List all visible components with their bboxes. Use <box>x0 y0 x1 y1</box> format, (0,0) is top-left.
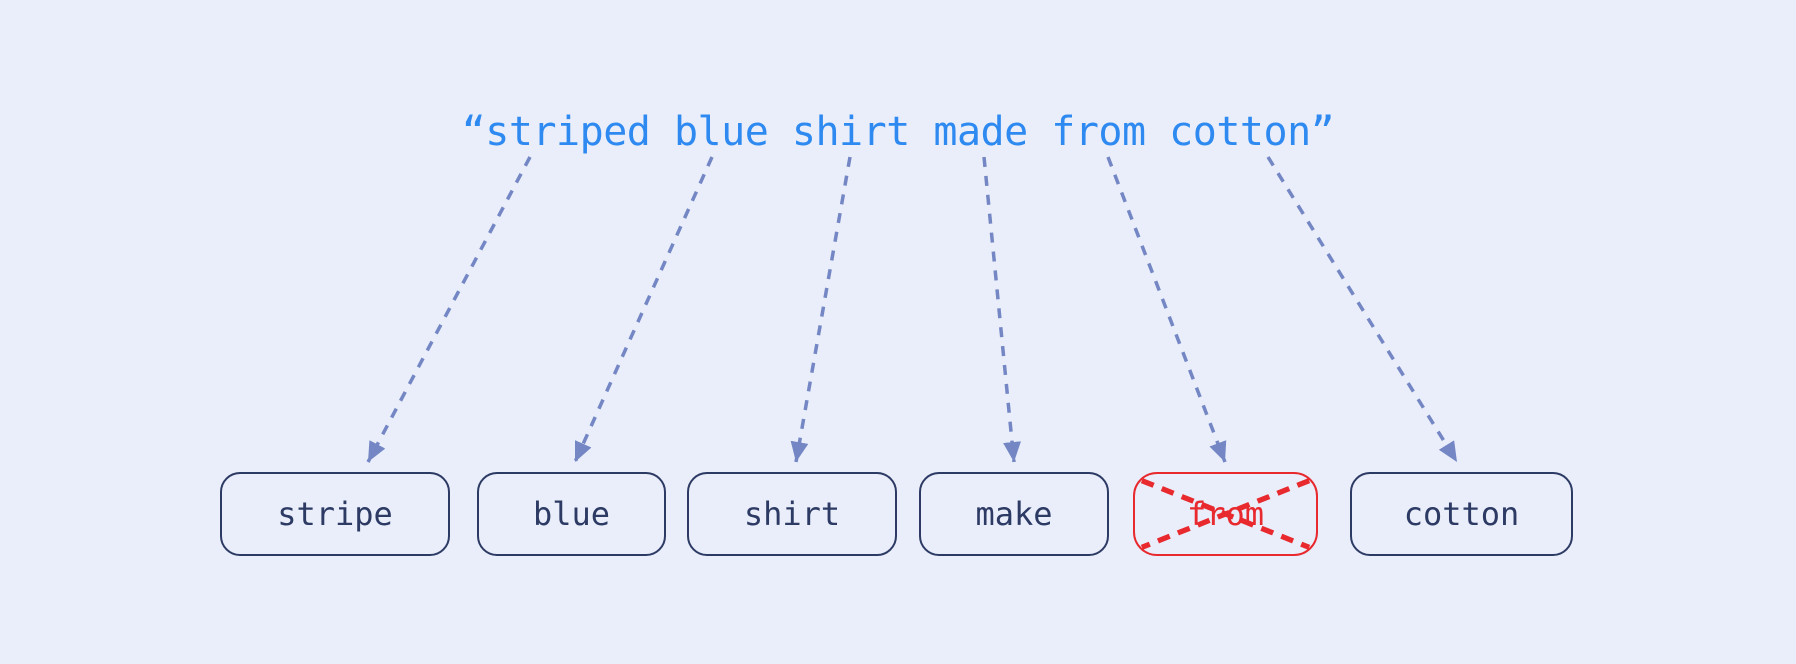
token-label: cotton <box>1403 495 1520 533</box>
token-box-from-removed: from <box>1133 472 1318 556</box>
token-label: blue <box>532 495 611 533</box>
arrow-blue-to-blue <box>573 156 714 463</box>
token-box-shirt: shirt <box>687 472 897 556</box>
token-box-make: make <box>919 472 1109 556</box>
token-label: shirt <box>743 495 841 533</box>
token-label: make <box>975 495 1053 533</box>
arrow-made-to-make <box>982 156 1021 463</box>
arrow-cotton-to-cotton <box>1266 156 1459 463</box>
token-box-stripe: stripe <box>220 472 450 556</box>
arrow-shirt-to-shirt <box>790 156 852 463</box>
arrow-from-to-from <box>1106 156 1227 463</box>
token-label: from <box>1186 495 1265 533</box>
query-text: “striped blue shirt made from cotton” <box>461 109 1335 155</box>
token-box-blue: blue <box>477 472 666 556</box>
token-label: stripe <box>277 495 393 533</box>
arrow-striped-to-stripe <box>366 156 532 463</box>
token-box-cotton: cotton <box>1350 472 1573 556</box>
